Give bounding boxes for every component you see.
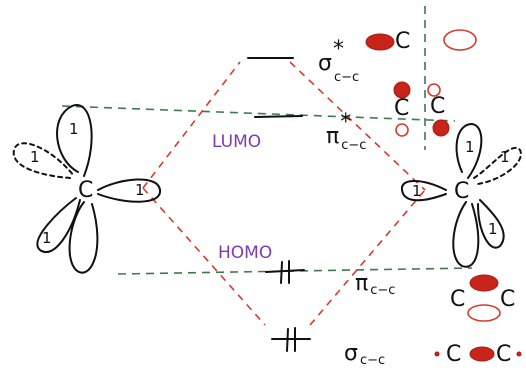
pi-star-level bbox=[254, 115, 303, 118]
sigma-level bbox=[271, 327, 311, 352]
pi-star-label: π*c−c bbox=[326, 110, 366, 153]
sigma-star-orbital-sketch: C bbox=[365, 29, 477, 54]
green-correlation-lines bbox=[61, 6, 473, 275]
left-carbon-symbol: C bbox=[78, 178, 93, 203]
svg-text:C: C bbox=[446, 342, 461, 367]
svg-text:C: C bbox=[496, 342, 511, 367]
svg-text:C: C bbox=[395, 29, 410, 54]
red-correlation-lines bbox=[142, 61, 426, 326]
pi-level bbox=[265, 260, 305, 284]
right-carbon-symbol: C bbox=[454, 179, 469, 204]
svg-text:C: C bbox=[500, 287, 515, 312]
svg-text:C: C bbox=[450, 287, 465, 312]
sigma-orbital-sketch: C C bbox=[434, 342, 522, 367]
pi-orbital-sketch: C C bbox=[450, 274, 515, 322]
svg-text:1: 1 bbox=[465, 138, 475, 156]
sigma-star-label: σ*c−c bbox=[318, 37, 359, 85]
svg-text:C: C bbox=[430, 94, 445, 119]
lumo-label: LUMO bbox=[212, 132, 261, 152]
svg-text:1: 1 bbox=[69, 120, 79, 138]
energy-levels bbox=[247, 57, 311, 352]
svg-text:1: 1 bbox=[500, 148, 510, 166]
svg-text:1: 1 bbox=[30, 148, 40, 166]
left-carbon-orbitals: C 1 1 1 1 bbox=[12, 104, 161, 274]
svg-text:1: 1 bbox=[412, 182, 422, 200]
svg-text:1: 1 bbox=[42, 229, 52, 247]
pi-star-orbital-sketch: C C bbox=[393, 81, 450, 137]
svg-text:1: 1 bbox=[135, 181, 145, 199]
svg-text:1: 1 bbox=[488, 220, 498, 238]
svg-text:C: C bbox=[394, 96, 409, 121]
right-carbon-orbitals: C 1 1 1 1 bbox=[400, 123, 522, 268]
homo-label: HOMO bbox=[218, 243, 272, 263]
